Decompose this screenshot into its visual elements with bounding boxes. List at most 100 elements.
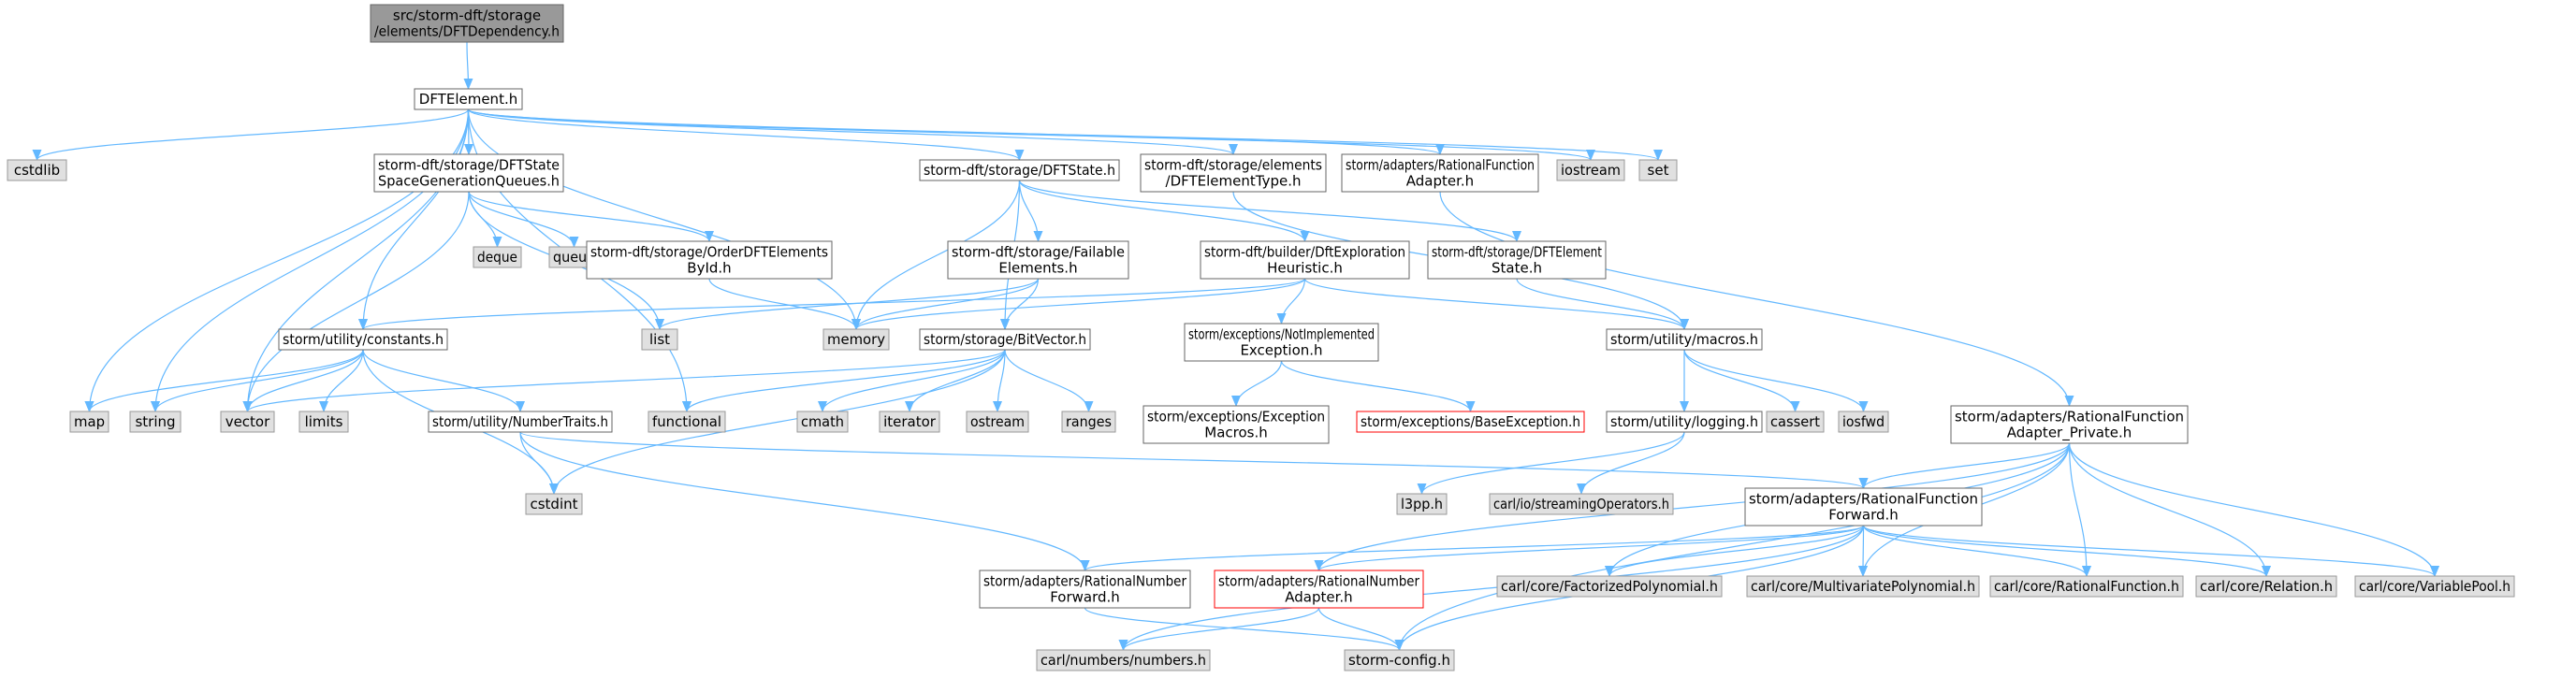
node-label: list (649, 331, 670, 348)
edge-ratfuncpriv-to-ratnumadapter (1314, 442, 2071, 571)
node-label: queue (553, 249, 595, 266)
node-box (2354, 575, 2515, 598)
node-label: storm/adapters/RationalNumber (983, 573, 1187, 590)
node-bitvector[interactable]: storm/storage/BitVector.h (919, 328, 1091, 351)
edge-failable-to-bitvector (1000, 278, 1040, 330)
node-label: storm-dft/storage/DFTState (378, 157, 560, 174)
edge-dftstate_sgq-to-queue (468, 191, 579, 248)
node-label: storm/exceptions/NotImplemented (1188, 326, 1375, 343)
node-box (1344, 649, 1455, 671)
node-memory: memory (822, 328, 890, 351)
nodes-layer: src/storm-dft/storage/elements/DFTDepend… (7, 4, 2515, 671)
node-dftstate_sgq[interactable]: storm-dft/storage/DFTStateSpaceGeneratio… (373, 153, 564, 193)
node-label: carl/core/RationalFunction.h (1994, 578, 2179, 595)
node-list: list (641, 328, 678, 351)
node-box (1396, 493, 1448, 515)
node-label: storm/utility/macros.h (1610, 331, 1758, 348)
node-dftstate[interactable]: storm-dft/storage/DFTState.h (919, 159, 1120, 181)
node-label: Macros.h (1204, 425, 1268, 441)
node-label: Elements.h (998, 260, 1077, 277)
node-box (1200, 240, 1410, 280)
node-label: /DFTElementType.h (1166, 173, 1302, 190)
node-label: carl/core/FactorizedPolynomial.h (1501, 578, 1718, 595)
node-label: set (1648, 162, 1669, 179)
node-numbertraits[interactable]: storm/utility/NumberTraits.h (428, 411, 613, 433)
node-set: set (1638, 159, 1678, 181)
node-stormconfig: storm-config.h (1344, 649, 1455, 671)
node-explheur[interactable]: storm-dft/builder/DftExplorationHeuristi… (1200, 240, 1410, 280)
node-box (966, 411, 1029, 433)
node-label: cstdlib (14, 162, 60, 179)
edge-bitvector-to-cmath (818, 349, 1006, 412)
node-string: string (129, 411, 182, 433)
node-label: storm/exceptions/BaseException.h (1361, 413, 1580, 430)
edge-dftelement-to-set (467, 108, 1663, 161)
node-box (947, 240, 1129, 280)
node-streamops: carl/io/streamingOperators.h (1489, 493, 1674, 515)
node-dftelementtype[interactable]: storm-dft/storage/elements/DFTElementTyp… (1140, 153, 1327, 193)
edge-constants-to-string (151, 349, 364, 412)
node-factpoly: carl/core/FactorizedPolynomial.h (1496, 575, 1723, 598)
node-cassert: cassert (1766, 411, 1825, 433)
node-label: cassert (1770, 413, 1820, 430)
node-box (979, 570, 1191, 609)
node-box (7, 159, 67, 181)
edge-constants-to-numbertraits (362, 349, 525, 412)
edge-ratfuncfwd-to-numbers (1118, 525, 1865, 651)
node-ratfuncpriv[interactable]: storm/adapters/RationalFunctionAdapter_P… (1950, 405, 2189, 444)
edge-numbertraits-to-ratnumfwd (519, 431, 1090, 571)
edge-bitvector-to-cstdint (549, 349, 1006, 495)
node-map: map (69, 411, 109, 433)
node-label: storm-dft/storage/OrderDFTElements (590, 244, 828, 261)
node-box (641, 328, 678, 351)
node-label: functional (652, 413, 721, 430)
node-label: Forward.h (1828, 507, 1899, 524)
edge-dftstate-to-explheur (1018, 180, 1310, 242)
node-cstdlib: cstdlib (7, 159, 67, 181)
node-macros[interactable]: storm/utility/macros.h (1606, 328, 1763, 351)
edge-dftelement-to-cstdlib (32, 108, 470, 161)
node-logging[interactable]: storm/utility/logging.h (1606, 411, 1763, 433)
edge-dftstate_sgq-to-vector (242, 191, 470, 412)
node-label: ById.h (687, 260, 731, 277)
node-box (586, 240, 833, 280)
node-box (1950, 405, 2189, 444)
node-iostream: iostream (1556, 159, 1625, 181)
edge-macros-to-iosfwd (1683, 349, 1869, 412)
edge-dftstate-to-failable (1018, 180, 1043, 242)
node-label: map (74, 413, 105, 430)
node-label: SpaceGenerationQueues.h (378, 173, 560, 190)
node-box (129, 411, 182, 433)
edge-bitvector-to-ranges (1004, 349, 1094, 412)
node-box (370, 4, 564, 43)
node-label: storm-dft/storage/DFTState.h (924, 162, 1115, 179)
node-label: storm/adapters/RationalFunction (1749, 491, 1978, 508)
edge-explheur-to-notimpl (1276, 278, 1306, 325)
edge-bitvector-to-ostream (993, 349, 1006, 412)
node-label: Adapter.h (1285, 589, 1352, 606)
node-numbers: carl/numbers/numbers.h (1036, 649, 1211, 671)
node-box (919, 328, 1091, 351)
node-label: cmath (801, 413, 844, 430)
node-box (796, 411, 849, 433)
edge-dftstate-to-memory (851, 180, 1021, 330)
node-label: DFTElement.h (419, 91, 517, 108)
node-box (414, 88, 523, 110)
node-dftelement[interactable]: DFTElement.h (414, 88, 523, 110)
node-box (1556, 159, 1625, 181)
node-l3pp: l3pp.h (1396, 493, 1448, 515)
edge-ratnumadapter-to-stormconfig (1317, 607, 1404, 651)
node-label: src/storm-dft/storage (393, 7, 541, 24)
node-notimpl[interactable]: storm/exceptions/NotImplementedException… (1184, 323, 1379, 362)
node-label: storm/adapters/RationalFunction (1955, 409, 2184, 426)
node-constants[interactable]: storm/utility/constants.h (278, 328, 448, 351)
node-varpool: carl/core/VariablePool.h (2354, 575, 2515, 598)
node-relation: carl/core/Relation.h (2195, 575, 2337, 598)
